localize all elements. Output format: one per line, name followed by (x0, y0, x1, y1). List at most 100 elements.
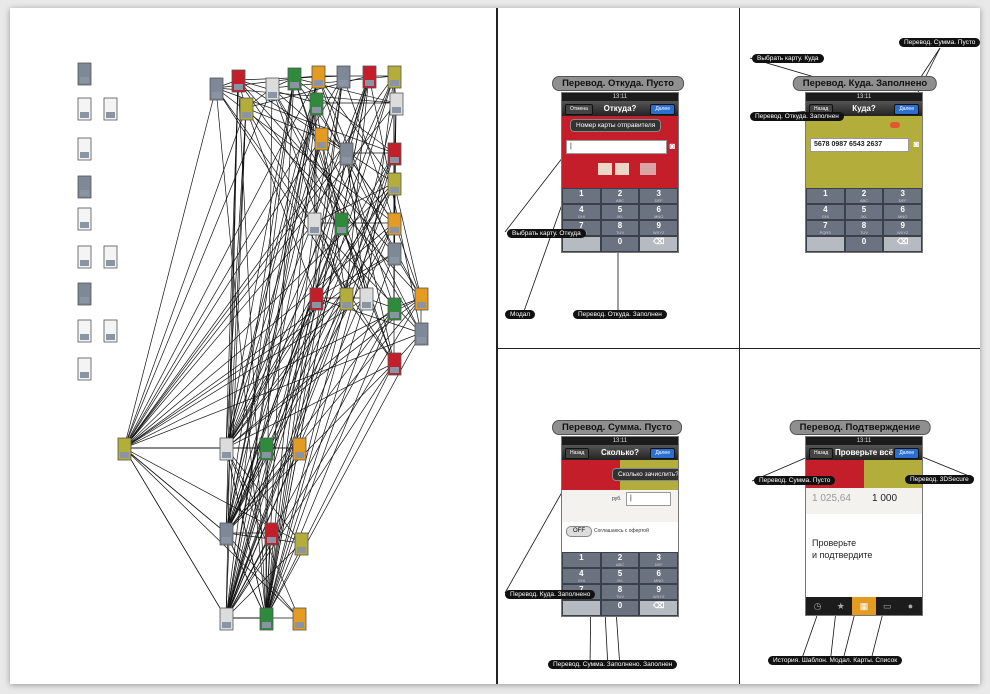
card-brand-icon (890, 122, 900, 128)
thumbnail-keypad (417, 337, 426, 343)
amount-from: 1 025,64 (812, 493, 851, 504)
nav-bar: Отмена Откуда? Далее (562, 101, 678, 116)
key-0[interactable]: 0 (600, 600, 640, 616)
callout-amount-filled: Перевод. Сумма. Заполнено. Заполнен (548, 660, 678, 669)
history-tab-icon[interactable]: ◷ (813, 601, 822, 611)
thumbnail-keypad (80, 260, 89, 266)
phone-screen: 13:11 Назад Проверьте всё Далее 1 025,64… (805, 436, 923, 616)
thumbnail-keypad (392, 107, 401, 113)
next-button[interactable]: Далее (894, 448, 919, 459)
thumbnail-keypad (362, 302, 371, 308)
next-button[interactable]: Далее (650, 448, 675, 459)
thumbnail-keypad (297, 547, 306, 553)
profile-tab-icon[interactable]: ● (907, 601, 914, 611)
agree-toggle[interactable]: OFF (566, 526, 592, 537)
star-tab-icon[interactable]: ★ (836, 601, 845, 611)
expiry-year-box[interactable] (615, 163, 629, 175)
thumbnail-keypad (80, 77, 89, 83)
blank-key (806, 236, 845, 252)
next-button[interactable]: Далее (650, 104, 675, 115)
thumbnail-keypad (295, 622, 304, 628)
key-0[interactable]: 0 (600, 236, 640, 252)
thumbnail-keypad (222, 537, 231, 543)
thumbnail-keypad (80, 112, 89, 118)
delete-key[interactable]: ⌫ (639, 600, 678, 616)
panel-title: Перевод. Сумма. Пусто (552, 420, 682, 435)
thumbnail-keypad (80, 190, 89, 196)
agree-row: OFF Соглашаюсь с офертой (562, 522, 678, 552)
thumbnail-keypad (339, 80, 348, 86)
back-button[interactable]: Назад (565, 448, 590, 459)
panel-title: Перевод. Куда. Заполнено (792, 76, 938, 91)
camera-icon[interactable]: ◙ (913, 139, 919, 149)
key-1[interactable]: 1 (562, 188, 601, 204)
grid-tab-icon[interactable]: ▦ (852, 597, 876, 615)
expiry-month-box[interactable] (598, 163, 612, 175)
thumbnail-keypad (222, 452, 231, 458)
card-number-field[interactable]: 5678 0987 6543 2637 (810, 138, 909, 152)
thumbnail-keypad (80, 372, 89, 378)
camera-icon[interactable]: ◙ (669, 141, 675, 151)
key-1[interactable]: 1 (562, 552, 601, 568)
tab-bar: ◷ ★ ▦ ▭ ● (806, 597, 922, 615)
thumbnail-keypad (262, 622, 271, 628)
cancel-button[interactable]: Отмена (565, 104, 593, 115)
back-button[interactable]: Назад (809, 448, 834, 459)
panel-title: Перевод. Откуда. Пусто (552, 76, 684, 91)
card-number-input[interactable]: | (566, 140, 667, 154)
key-0[interactable]: 0 (844, 236, 884, 252)
status-bar: 13:11 (562, 437, 678, 445)
amount-input[interactable]: | (626, 492, 671, 506)
cards-tab-icon[interactable]: ▭ (882, 601, 892, 611)
cvc-box[interactable] (640, 163, 656, 175)
amount-tooltip: Сколько зачислить? (612, 468, 678, 481)
callout-to-filled: Перевод. Куда. Заполнено (505, 590, 596, 599)
thumbnail-keypad (417, 302, 426, 308)
nav-title: Откуда? (603, 104, 637, 113)
thumbnail-keypad (290, 82, 299, 88)
thumbnail-keypad (390, 227, 399, 233)
status-bar: 13:11 (806, 437, 922, 445)
confirm-text-1: Проверьте (812, 538, 857, 548)
status-bar: 13:11 (562, 93, 678, 101)
delete-key[interactable]: ⌫ (883, 236, 922, 252)
thumbnail-keypad (365, 80, 374, 86)
delete-key[interactable]: ⌫ (639, 236, 678, 252)
vertical-divider-left (496, 8, 498, 684)
thumbnail-keypad (310, 227, 319, 233)
thumbnail-keypad (295, 452, 304, 458)
callout-from-filled: Перевод. Откуда. Заполнен (750, 112, 844, 121)
thumbnail-keypad (106, 112, 115, 118)
agree-text: Соглашаюсь с офертой (594, 528, 649, 534)
panel-title: Перевод. Подтверждение (789, 420, 931, 435)
key-1[interactable]: 1 (806, 188, 845, 204)
thumbnail-keypad (390, 367, 399, 373)
thumbnail-keypad (268, 92, 277, 98)
next-button[interactable]: Далее (894, 104, 919, 115)
callout-amount-empty: Перевод. Сумма. Пусто (899, 38, 980, 47)
amount-row: руб. | (562, 490, 678, 522)
